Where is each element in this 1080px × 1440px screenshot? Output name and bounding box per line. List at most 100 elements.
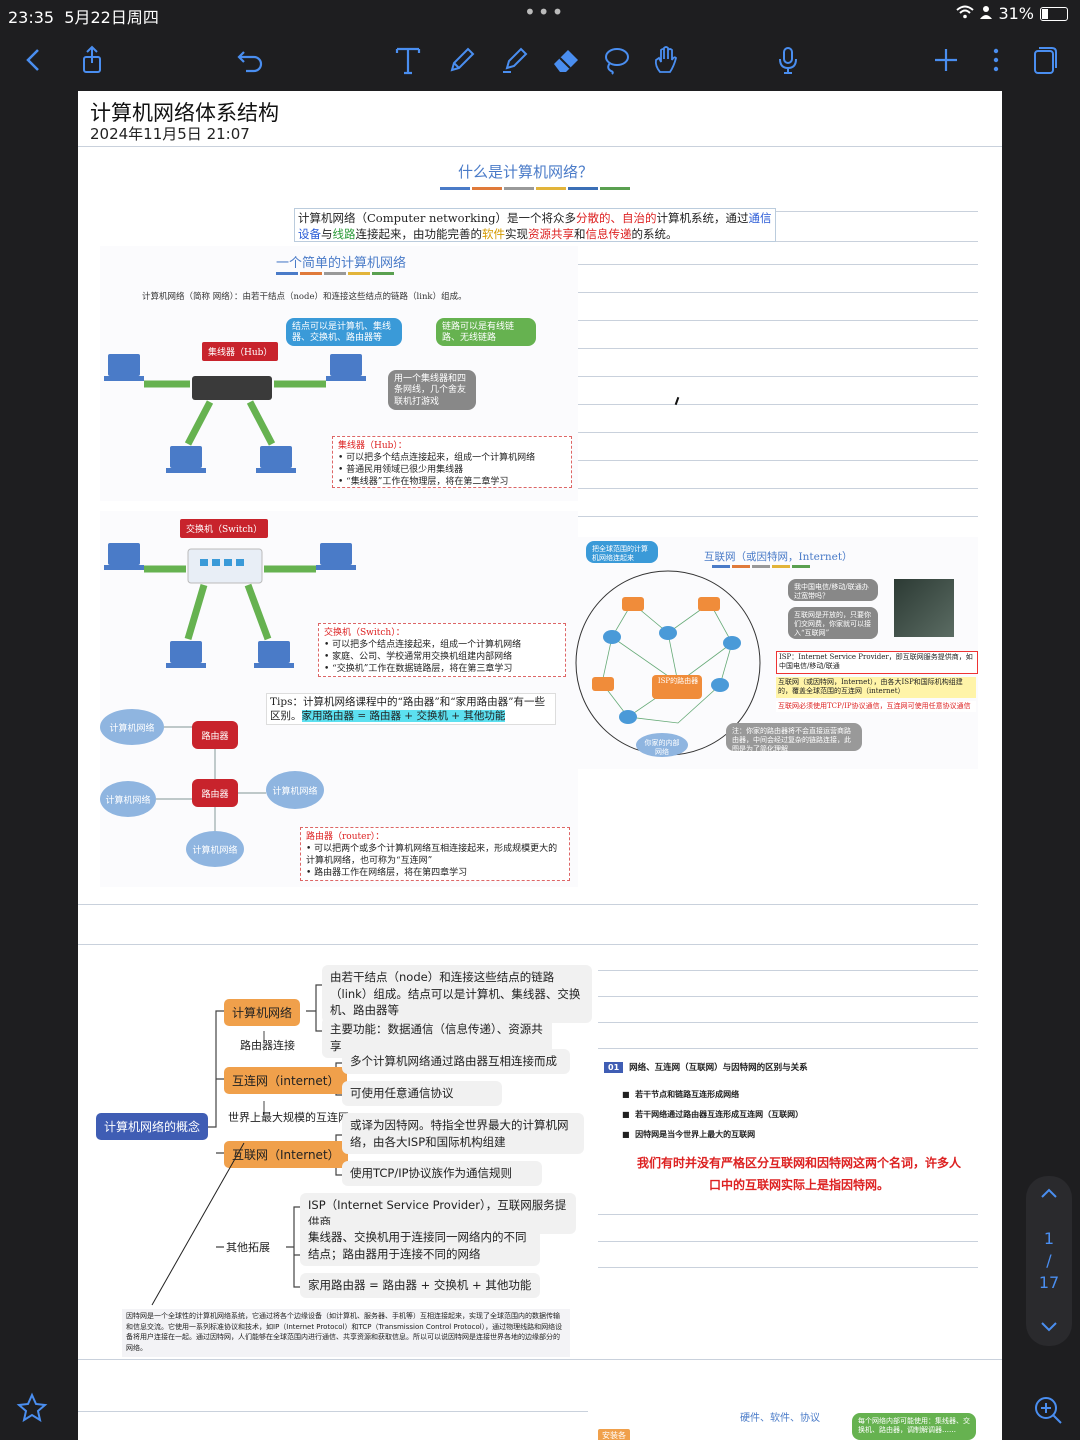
ruled-line [78,1359,1002,1360]
color-strip [440,187,630,190]
network-intro: 计算机网络（简称 网络）：由若干结点（node）和连接这些结点的链路（link）… [142,292,467,302]
box-title: 集线器（Hub）： [338,441,407,451]
router-info-box: 路由器（router）： • 可以把两个或多个计算机网络互相连接起来，形成规模更… [300,827,570,881]
pen-icon[interactable] [444,42,480,78]
box-item: • “交换机”工作在数据链路层，将在第三章学习 [324,664,513,675]
slide-internet: 把全球范围的计算机网络连起来 互联网（或因特网，Internet） ISP的路由… [572,537,978,769]
share-icon[interactable] [74,42,110,78]
wifi-icon [956,4,975,23]
box-item: • 普通民用领域已很少用集线器 [338,465,464,476]
panel-item: ■ 若干节点和链路互连形成网络 [622,1090,740,1099]
next-slide-title: 硬件、软件、协议 [740,1413,820,1424]
router-icon: 路由器 [192,779,238,807]
note-title: 计算机网络体系结构 [90,101,279,125]
mindmap-leaf: 家用路由器 = 路由器 + 交换机 + 其他功能 [300,1273,540,1298]
zoom-in-icon[interactable] [1032,1394,1064,1430]
ruled-line [78,944,978,945]
battery-percent: 31% [998,4,1034,23]
mindmap-edge-label: 世界上最大规模的互连网 [228,1111,349,1124]
network-definition: 计算机网络（Computer networking）是一个将众多分散的、自治的计… [294,208,776,242]
ruled-line [718,211,978,212]
photo [894,579,954,637]
page-separator: / [1046,1251,1052,1270]
next-slide-green-bubble: 每个网络内部可能使用：集线器、交换机、路由器，调制解调器…… [852,1413,976,1440]
mindmap-node-Internet: 互联网（Internet） [224,1141,348,1168]
hub-topology [104,354,366,473]
box-item: • 可以把两个或多个计算机网络互相连接起来，形成规模更大的计算机网络，也可称为“… [306,844,558,867]
cloud-network: 计算机网络 [186,831,244,867]
note-page[interactable]: 计算机网络体系结构 2024年11月5日 21:07 什么是计算机网络？ 计算机… [78,91,1002,1440]
slide-switch-network: 交换机（Switch） 交换机（Switch）： • 可以把多个结点连接起来，组… [100,511,578,691]
hub-tag: 集线器（Hub） [202,342,279,361]
tcpip-note: 互联网必须使用TCP/IP协议通信，互连网可使用任意协议通信 [776,701,976,713]
ruled-line [598,1267,978,1268]
chevron-up-icon[interactable] [1039,1184,1059,1208]
pen-line [151,1142,245,1306]
ruled-line [578,348,978,349]
global-bubble: 把全球范围的计算机网络连起来 [586,541,658,563]
ruled-line [598,996,978,997]
mindmap-node-extension: 其他拓展 [226,1241,270,1254]
ruled-line [598,970,978,971]
mindmap-node-network: 计算机网络 [224,999,301,1026]
box-title: 交换机（Switch）： [324,628,405,638]
ruled-line [578,292,978,293]
plus-icon[interactable] [928,42,964,78]
box-item: • 可以把多个结点连接起来，组成一个计算机网络 [324,640,522,651]
more-icon[interactable] [978,42,1014,78]
box-item: • 路由器工作在网络层，将在第四章学习 [306,868,468,879]
top-toolbar [0,30,1080,90]
ruled-line [578,432,978,433]
chevron-down-icon[interactable] [1039,1316,1059,1340]
ruled-line [78,904,978,905]
internet-definition: 互联网（或因特网，Internet），由各大ISP和国际机构组建的，覆盖全球范围… [776,677,976,698]
box-item: • 家庭、公司、学校通常用交换机组建内部网络 [324,652,513,663]
pages-icon[interactable] [1026,42,1062,78]
page-navigator[interactable]: 1 / 17 [1026,1176,1072,1346]
text-tool-icon[interactable] [390,42,426,78]
gray-bubble: 用一个集线器和四条网线，几个舍友联机打游戏 [388,370,476,410]
simplify-note: 注：你家的路由器将不会直接运营商路由器，中间会经过复杂的链路连接，此图是为了简化… [726,723,862,753]
panel-note: 我们有时并没有严格区分互联网和因特网这两个名词，许多人口中的互联网实际上是指因特… [636,1156,961,1192]
switch-topology [104,543,356,668]
color-strip [276,272,394,275]
highlighter-icon[interactable] [496,42,532,78]
undo-icon[interactable] [232,42,268,78]
battery-icon [1040,6,1068,21]
person-icon [980,4,993,23]
cloud-network: 计算机网络 [100,781,156,817]
mindmap-leaf: 或译为因特网。特指全世界最大的计算机网络，由各大ISP和国际机构组建 [342,1113,584,1155]
eraser-icon[interactable] [548,42,584,78]
cloud-network: 计算机网络 [100,709,164,745]
star-icon[interactable] [16,1392,48,1428]
color-strip [712,565,810,568]
multitask-dots[interactable]: ••• [524,0,566,24]
ruled-line [578,488,978,489]
relationship-panel: 01 网络、互连网（互联网）与因特网的区别与关系 ■ 若干节点和链路互连形成网络… [602,1057,982,1207]
page-current: 1 [1043,1229,1055,1248]
slide-router-network: Tips：计算机网络课程中的“路由器”和“家用路由器”有一些区别。家用路由器 =… [100,691,578,887]
panel-heading: 01 网络、互连网（互联网）与因特网的区别与关系 [604,1061,808,1073]
ruled-line [598,1048,978,1049]
lasso-icon[interactable] [598,42,634,78]
switch-tag: 交换机（Switch） [180,519,269,538]
slide-title: 一个简单的计算机网络 [276,256,407,271]
link-bubble: 链路可以是有线链路、无线链路 [436,318,536,346]
hand-icon[interactable] [648,42,684,78]
back-icon[interactable] [16,42,52,78]
slide-hub-network: 一个简单的计算机网络 计算机网络（简称 网络）：由若干结点（node）和连接这些… [100,246,578,501]
ruled-line [598,1241,978,1242]
mindmap-leaf: 多个计算机网络通过路由器互相连接而成 [342,1049,570,1074]
internet-topology [575,570,761,757]
internet-paragraph: 因特网是一个全球性的计算机网络系统，它通过将各个边缘设备（如计算机、服务器、手机… [122,1309,570,1357]
microphone-icon[interactable] [770,42,806,78]
status-right: 31% [956,4,1068,23]
status-bar: 23:35 5月22日周四 ••• 31% [0,0,1080,28]
switch-info-box: 交换机（Switch）： • 可以把多个结点连接起来，组成一个计算机网络 • 家… [318,623,566,677]
panel-list: ■ 若干节点和链路互连形成网络 ■ 若干网络通过路由器互连形成互连网（互联网） … [622,1085,803,1145]
isp-router-label: ISP的路由器 [657,677,699,685]
ruled-line [578,460,978,461]
panel-item: ■ 因特网是当今世界上最大的互联网 [622,1130,756,1139]
ruled-line [598,1214,978,1215]
section-badge: 01 [604,1061,624,1073]
